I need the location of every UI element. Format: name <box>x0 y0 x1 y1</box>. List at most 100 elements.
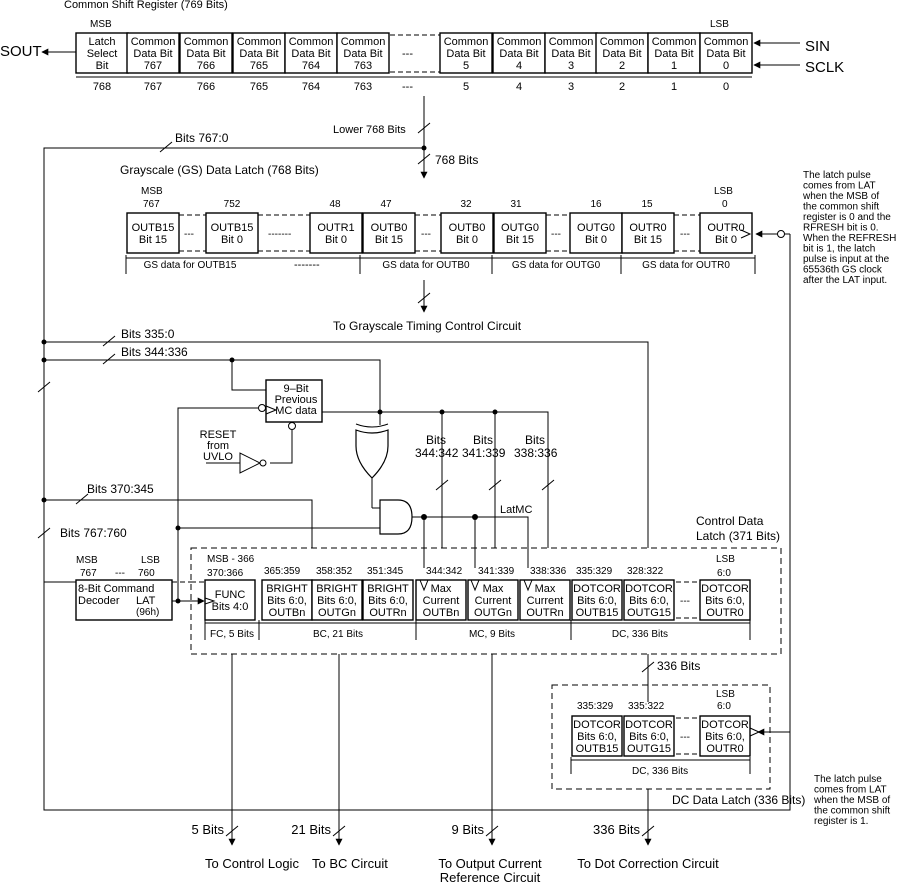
note-top-line: RFRESH bit is 0. <box>803 223 879 234</box>
gs-latch-bit-number: 47 <box>380 199 392 210</box>
shift-register-cell <box>284 32 338 74</box>
note-bottom-line: when the MSB of <box>813 795 890 806</box>
note-bottom-line: comes from LAT <box>814 785 887 796</box>
shift-register-cell-line: Common <box>184 36 229 48</box>
control-latch-cell-line: OUTGn <box>474 607 512 619</box>
sout-label: SOUT <box>0 43 42 60</box>
shift-register-index: 768 <box>93 81 111 93</box>
previous-mc-data-line: MC data <box>275 405 317 417</box>
control-latch-group-label: MC, 9 Bits <box>469 629 515 640</box>
gs-latch-bit-number: 31 <box>510 199 522 210</box>
control-latch-bit-number: 6:0 <box>717 568 731 579</box>
shift-register-cell <box>647 32 701 74</box>
gs-latch-dots: --- <box>421 229 431 240</box>
shift-register-index: 1 <box>671 81 677 93</box>
control-latch-cell-line: OUTRn <box>526 607 563 619</box>
gs-latch-cell <box>493 212 547 254</box>
shift-register-cell-line: 767 <box>144 60 162 72</box>
gs-latch-bit-number: 16 <box>590 199 602 210</box>
gs-latch-cell-line: Bit 0 <box>325 234 347 246</box>
gs-latch-cell-line: Bit 15 <box>139 234 167 246</box>
shift-register-index: 2 <box>619 81 625 93</box>
shift-register-cell-line: Common <box>131 36 176 48</box>
note-top-line: when the MSB of <box>802 191 879 202</box>
gs-latch-cell <box>699 212 753 254</box>
control-latch-cell-line: OUTGn <box>318 607 356 619</box>
gs-latch-cell-line: OUTG0 <box>577 222 615 234</box>
note-bottom-line: The latch pulse <box>814 774 882 785</box>
dc-latch-cell <box>623 715 675 757</box>
control-latch-cell <box>571 579 623 621</box>
gs-data-latch: Grayscale (GS) Data Latch (768 Bits) MSB… <box>120 163 791 732</box>
shift-register-cell-line: Common <box>652 36 697 48</box>
note-top-line: the common shift <box>803 202 879 213</box>
control-latch-cell-line: Current <box>423 595 460 607</box>
gs-latch-cell <box>362 212 416 254</box>
shift-register-index: 765 <box>250 81 268 93</box>
control-latch-cell-line: OUTG15 <box>627 607 671 619</box>
decoder-sep: --- <box>115 568 125 579</box>
gs-latch-bit-number: 48 <box>329 199 341 210</box>
shift-register-index: 764 <box>302 81 320 93</box>
shift-register-cell-line: Data Bit <box>446 48 485 60</box>
mc-bits-label: Bits <box>525 433 545 447</box>
control-latch-bit-number: 328:322 <box>627 566 664 577</box>
gs-latch-cell <box>440 212 494 254</box>
control-latch-group-label: DC, 336 Bits <box>612 629 668 640</box>
shift-register-gap: --- <box>402 48 413 60</box>
gs-latch-cell-line: OUTB15 <box>211 222 254 234</box>
gs-latch-cell <box>569 212 623 254</box>
control-latch-cell-line: Bits 4:0 <box>212 601 249 613</box>
dc-latch-bit-number: 335:329 <box>577 701 614 712</box>
gs-latch-cell-line: Bit 0 <box>456 234 478 246</box>
control-latch-cell <box>415 579 467 621</box>
mc-bits-label: Bits <box>473 433 493 447</box>
output-bits-label: 336 Bits <box>593 822 640 837</box>
decoder-label: 8-Bit Command <box>78 583 154 595</box>
shift-register-cell-line: Common <box>497 36 542 48</box>
shift-register-index: 763 <box>354 81 372 93</box>
dc-latch-title: DC Data Latch (336 Bits) <box>672 793 805 807</box>
gs-latch-cell-line: Bit 0 <box>715 234 737 246</box>
control-latch-cell-line: Max <box>535 583 556 595</box>
note-bottom-line: register is 1. <box>814 816 868 827</box>
shift-register-cell-line: Common <box>289 36 334 48</box>
shift-register-cell-line: Data Bit <box>551 48 590 60</box>
gs-latch-dots: --- <box>184 229 194 240</box>
and-gate <box>379 499 413 535</box>
control-latch-cell-line: OUTB15 <box>576 607 619 619</box>
shift-register-cell-line: Data Bit <box>602 48 641 60</box>
shift-register-cell-line: 764 <box>302 60 320 72</box>
note-top-line: pulse is input at the <box>803 254 890 265</box>
control-latch-cell <box>519 579 571 621</box>
decoder-lsb-num: 760 <box>138 568 155 579</box>
shift-register-index: 766 <box>197 81 215 93</box>
control-latch-title: Control Data <box>696 514 764 528</box>
shift-register-cell-line: 2 <box>619 60 625 72</box>
control-latch-cell-line: Current <box>475 595 512 607</box>
control-latch-cell-line: DOTCOR <box>701 583 749 595</box>
shift-register-cell-line: Common <box>341 36 386 48</box>
control-latch-bit-number: 335:329 <box>576 566 613 577</box>
output-destination-label: To BC Circuit <box>312 856 388 871</box>
control-latch-cell-line: OUTR0 <box>706 607 743 619</box>
control-latch-bit-number: 370:366 <box>207 568 244 579</box>
mc-bits-label: 338:336 <box>514 446 558 460</box>
gs-latch-dots: ------- <box>268 229 291 240</box>
shift-register-cell <box>336 32 390 74</box>
gs-latch-cell-line: Bit 15 <box>506 234 534 246</box>
bits-344-336-label: Bits 344:336 <box>121 345 188 359</box>
dc-latch-cell-line: DOTCOR <box>625 719 673 731</box>
shift-register-cell-line: Bit <box>96 60 109 72</box>
note-top-line: after the LAT input. <box>803 275 887 286</box>
shift-register-cell-line: 3 <box>568 60 574 72</box>
control-latch-cell-line: Bits 6:0, <box>629 595 669 607</box>
sclk-label: SCLK <box>805 59 844 76</box>
output-destination-label: Reference Circuit <box>440 870 541 882</box>
shift-register-cell <box>126 32 180 74</box>
shift-register-cell-line: Select <box>87 48 118 60</box>
control-latch-cell <box>699 579 751 621</box>
gs-latch-dots: --- <box>551 229 561 240</box>
